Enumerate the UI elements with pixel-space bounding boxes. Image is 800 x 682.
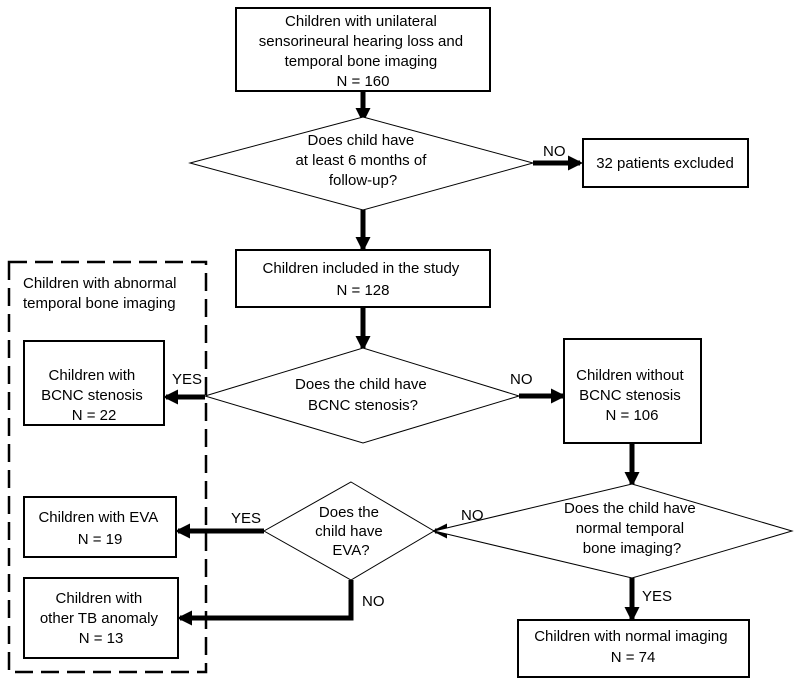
box-excluded — [582, 138, 749, 188]
decision-followup-text: Does child have at least 6 months of fol… — [295, 132, 430, 189]
box-with-eva-text: Children with EVA N = 19 — [38, 509, 161, 548]
decision-eva-text: Does the child have EVA? — [315, 504, 387, 559]
label-eva-no: NO — [362, 593, 385, 610]
group-title: Children with abnormal temporal bone ima… — [23, 275, 181, 312]
box-normal-imaging-text: Children with normal imaging N = 74 — [534, 628, 732, 666]
box-other-tb-anomaly — [23, 577, 179, 659]
box-start-text: Children with unilateral sensorineural h… — [259, 13, 467, 90]
box-start-population — [235, 7, 491, 92]
label-normal-yes: YES — [642, 588, 672, 605]
decision-bcnc-text: Does the child have BCNC stenosis? — [295, 376, 431, 414]
box-with-bcnc — [23, 340, 165, 426]
box-included — [235, 249, 491, 308]
box-with-eva — [23, 496, 177, 558]
box-without-bcnc — [563, 338, 702, 444]
box-excluded-text: 32 patients excluded — [596, 155, 734, 172]
label-bcnc-no: NO — [510, 371, 533, 388]
label-normal-no: NO — [461, 507, 484, 524]
decision-eva — [262, 481, 435, 581]
box-included-text: Children included in the study N = 128 — [263, 260, 464, 299]
decision-followup — [188, 116, 535, 211]
decision-bcnc — [203, 347, 521, 444]
label-bcnc-yes: YES — [172, 371, 202, 388]
box-without-bcnc-text: Children without BCNC stenosis N = 106 — [576, 367, 688, 424]
decision-normal-imaging-text: Does the child have normal temporal bone… — [564, 500, 700, 557]
abnormal-imaging-group — [7, 260, 208, 674]
arrow-eva-to-other-tb — [177, 580, 354, 626]
label-eva-yes: YES — [231, 510, 261, 527]
box-normal-imaging — [517, 619, 750, 678]
label-followup-no: NO — [543, 143, 566, 160]
box-other-tb-anomaly-text: Children with other TB anomaly N = 13 — [40, 590, 162, 647]
decision-normal-imaging — [433, 483, 794, 579]
box-with-bcnc-text: Children with BCNC stenosis N = 22 — [41, 367, 147, 424]
